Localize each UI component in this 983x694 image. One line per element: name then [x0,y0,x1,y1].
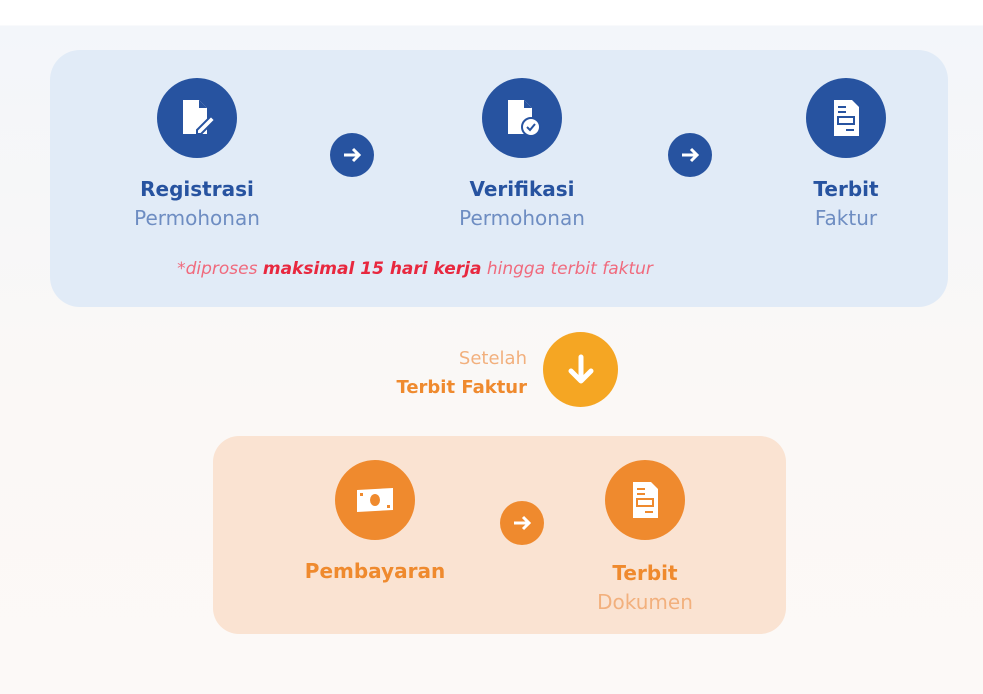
processing-note: *diproses maksimal 15 hari kerja hingga … [60,259,770,279]
payment-flow-panel [213,436,786,634]
arrow-right-icon [330,133,374,177]
document-check-icon [482,78,562,158]
transition-line2: Terbit Faktur [396,377,527,398]
note-prefix: *diproses [177,259,263,279]
arrow-right-icon [500,501,544,545]
step-subtitle: Permohonan [134,206,260,230]
arrow-down-icon [543,332,618,407]
transition-line1: Setelah [458,348,527,369]
step-subtitle: Permohonan [459,206,585,230]
step-subtitle: Dokumen [597,590,693,614]
money-icon [335,460,415,540]
document-edit-icon [157,78,237,158]
step-title: Terbit [813,177,879,201]
arrow-right-icon [668,133,712,177]
note-highlight: maksimal 15 hari kerja [262,259,482,279]
step-title: Registrasi [140,177,254,201]
note-suffix: hingga terbit faktur [481,259,653,279]
step-title: Verifikasi [469,177,575,201]
step-pembayaran: Pembayaran [255,557,495,586]
transition-label: Setelah Terbit Faktur [327,344,527,402]
step-title: Terbit [612,561,678,585]
document-icon [605,460,685,540]
invoice-icon [806,78,886,158]
step-title: Pembayaran [304,559,446,583]
step-subtitle: Faktur [814,206,878,230]
